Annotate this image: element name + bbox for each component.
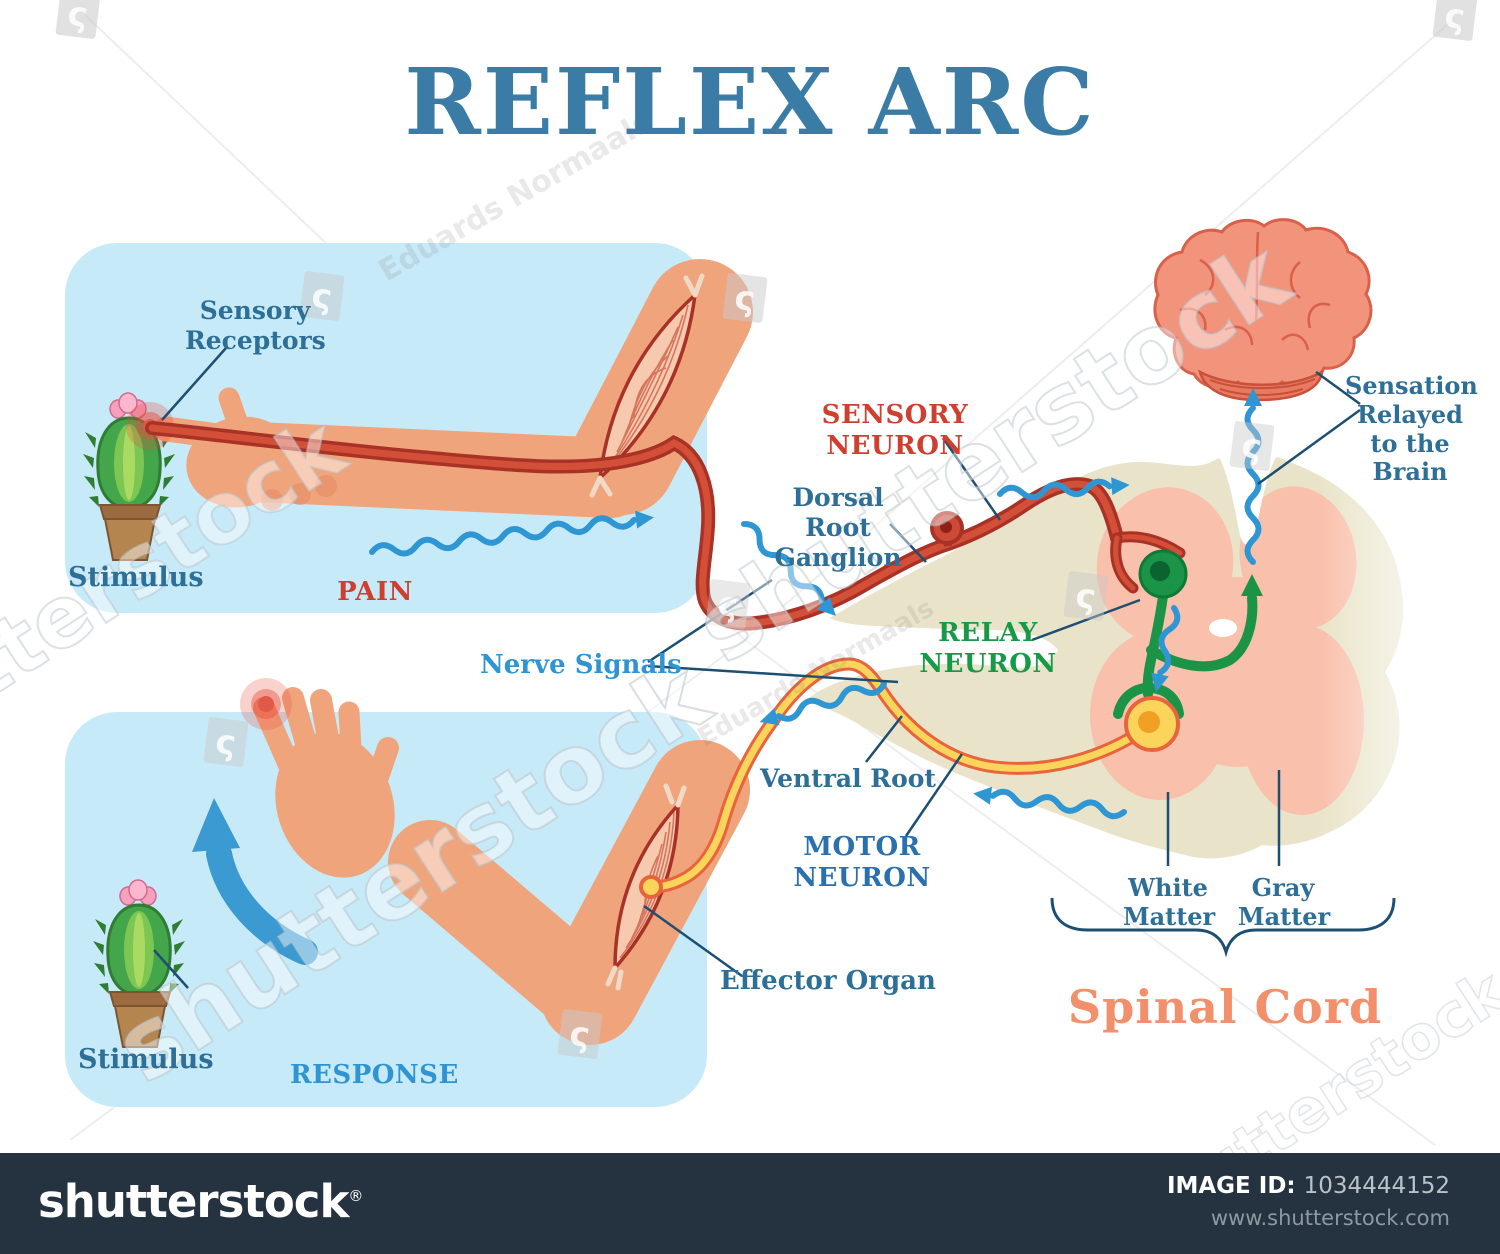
shutterstock-tile-icon: ς — [213, 722, 238, 764]
label-nerve-signals: Nerve Signals — [480, 650, 682, 680]
label-gray-matter: Gray Matter — [1238, 873, 1331, 931]
shutterstock-tile-icon: ς — [65, 0, 90, 36]
footer-bar: shutterstock® IMAGE ID: 1034444152 www.s… — [0, 1153, 1500, 1254]
signal-arrow-icon — [997, 477, 1130, 501]
label-dorsal-root-ganglion: Dorsal Root Ganglion — [774, 483, 902, 572]
label-relay-neuron: RELAY NEURON — [919, 618, 1057, 680]
shutterstock-tile-icon: ς — [567, 1014, 592, 1056]
nerve-signal-arrows — [369, 388, 1262, 820]
label-motor-neuron: MOTOR NEURON — [793, 832, 931, 894]
motor-neuron-nucleus — [1138, 711, 1160, 733]
dorsal-root-ganglion-node — [930, 511, 964, 547]
cactus-stimulus-icon-2 — [93, 879, 185, 1048]
label-effector-organ: Effector Organ — [720, 966, 936, 996]
signal-arrow-icon — [369, 510, 654, 557]
shutterstock-logo: shutterstock® — [38, 1175, 363, 1228]
label-stimulus-pain: Stimulus — [68, 562, 204, 593]
motor-neuron-path — [639, 657, 1159, 899]
spinal-cord-brace — [1050, 897, 1396, 958]
signal-arrow-icon — [759, 681, 887, 726]
page-title: REFLEX ARC — [404, 48, 1096, 156]
label-response: RESPONSE — [290, 1060, 459, 1090]
cord-fade — [1320, 420, 1500, 1040]
shutterstock-tile-icon: ς — [1239, 426, 1264, 468]
sensory-neuron-path — [145, 421, 1186, 631]
brain-icon — [1153, 218, 1373, 402]
label-ventral-root: Ventral Root — [760, 764, 936, 793]
leader-lines — [153, 347, 1361, 989]
footer-url: www.shutterstock.com — [1210, 1206, 1450, 1230]
label-stimulus-response: Stimulus — [78, 1044, 214, 1075]
shutterstock-tile-icon: ς — [1073, 576, 1098, 618]
central-canal — [1209, 619, 1237, 637]
relay-neuron-path — [1113, 591, 1258, 719]
label-sensory-neuron: SENSORY NEURON — [821, 400, 969, 462]
shutterstock-tile-icon: ς — [715, 584, 740, 626]
relay-neuron-nucleus — [1150, 561, 1170, 581]
signal-arrow-icon — [1244, 388, 1262, 565]
label-sensory-receptors: Sensory Receptors — [185, 296, 326, 355]
response-point-glow — [240, 678, 292, 730]
response-arrow-icon — [192, 798, 318, 965]
relay-arrow-icon — [1241, 574, 1263, 596]
signal-arrow-icon — [1151, 605, 1181, 693]
signal-arrow-icon — [973, 786, 1127, 820]
label-pain: PAIN — [337, 577, 413, 607]
watermark-tiles: ς ς ς ς ς ς ς ς ς — [55, 0, 1478, 1059]
shutterstock-tile-icon: ς — [309, 276, 334, 318]
shutterstock-tile-icon: ς — [1442, 0, 1467, 38]
image-id: IMAGE ID: 1034444152 — [1166, 1173, 1450, 1199]
cactus-stimulus-icon — [83, 392, 175, 561]
label-spinal-cord: Spinal Cord — [1067, 980, 1383, 1034]
label-sensation-relayed: Sensation Relayed to the Brain — [1345, 371, 1478, 487]
shutterstock-tile-icon: ς — [732, 278, 757, 320]
label-white-matter: White Matter — [1123, 873, 1216, 931]
registered-mark: ® — [348, 1187, 363, 1205]
footer-meta: IMAGE ID: 1034444152 www.shutterstock.co… — [1167, 1173, 1450, 1230]
